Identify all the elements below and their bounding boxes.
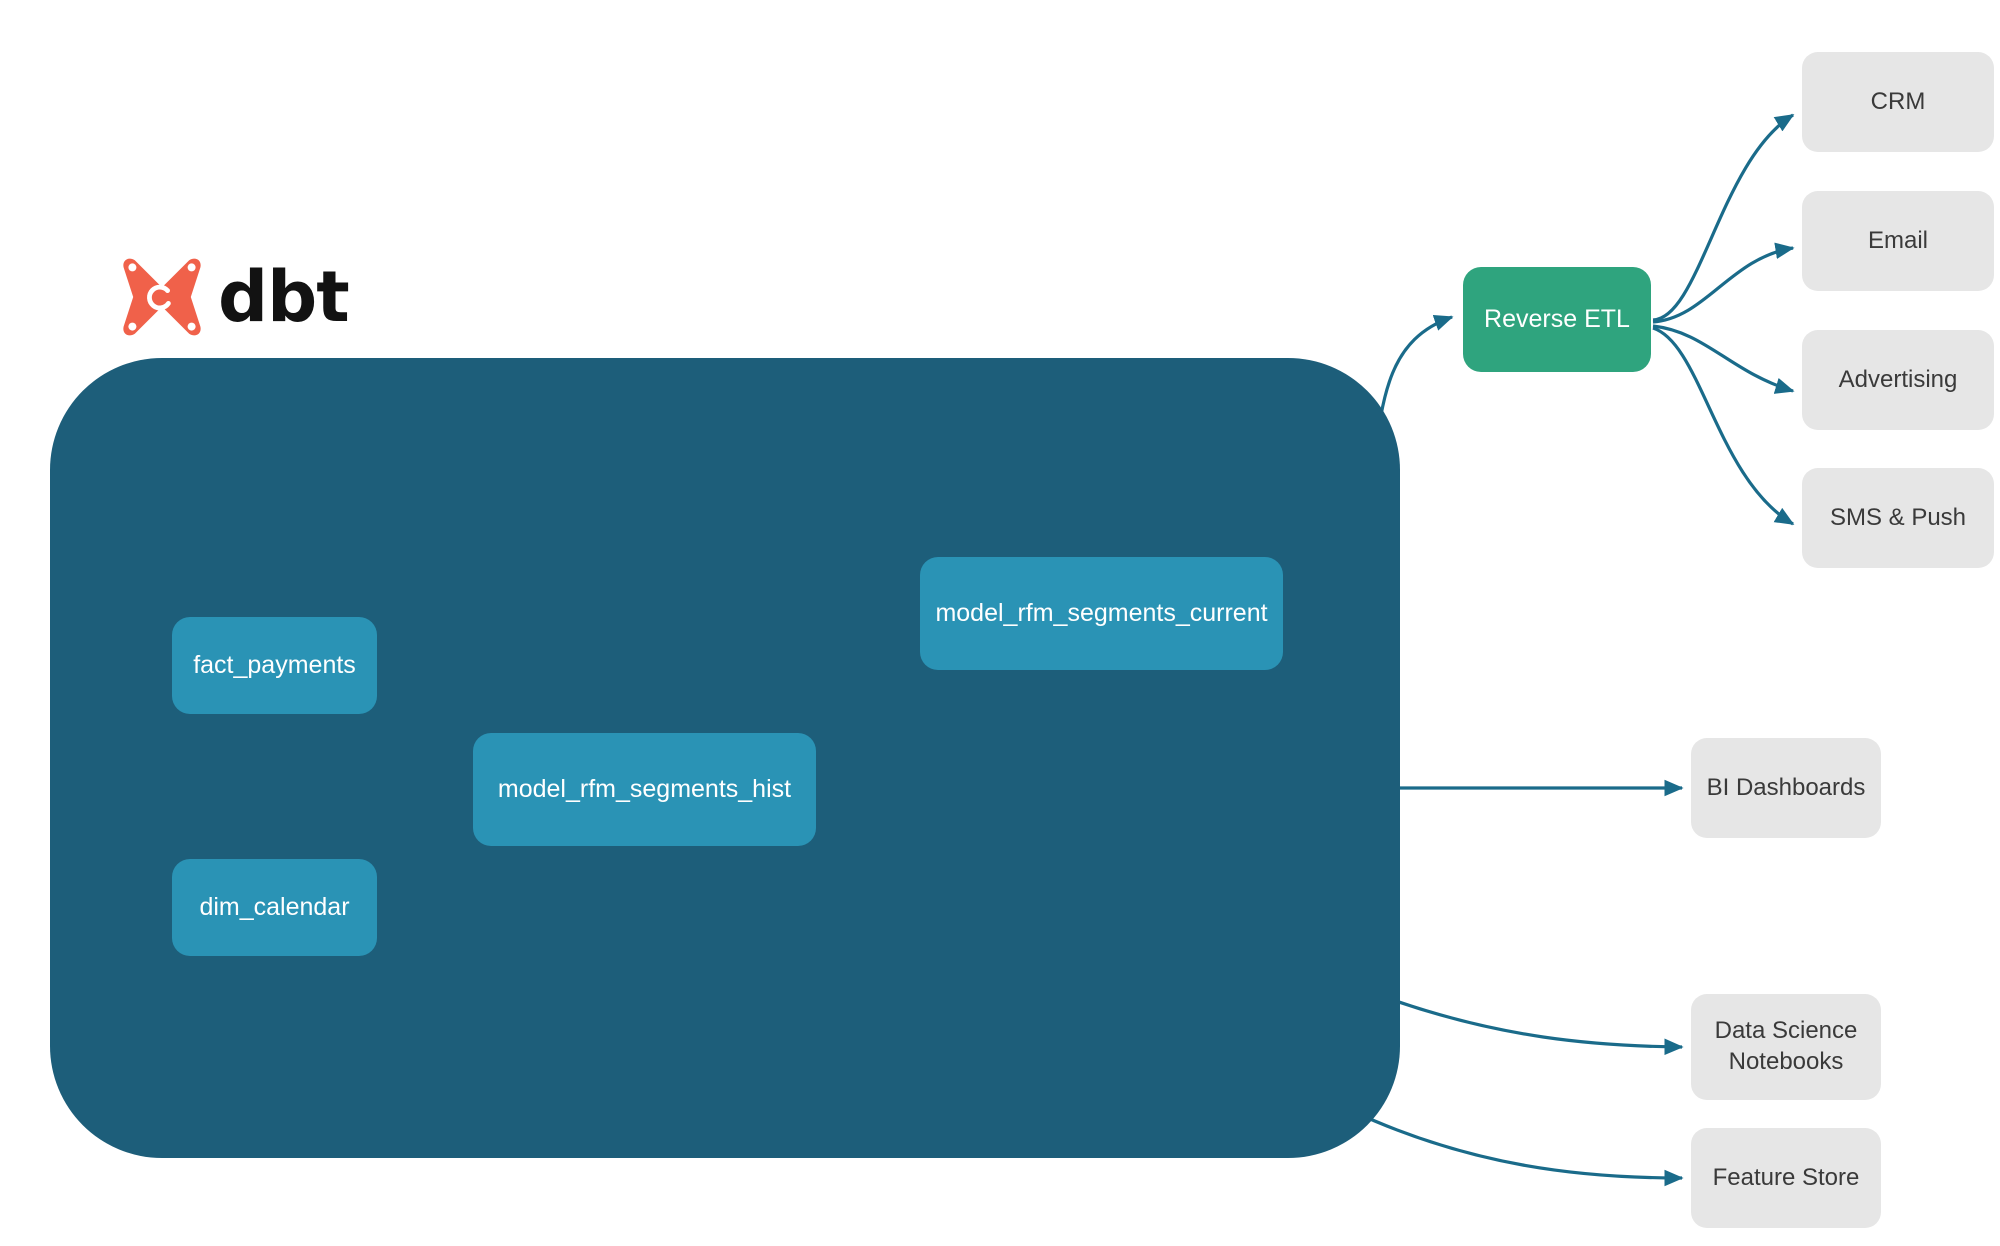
model-node-fact-payments[interactable]: fact_payments [172, 617, 377, 714]
model-node-rfm-segments-current[interactable]: model_rfm_segments_current [920, 557, 1283, 670]
dbt-x-mark-icon [123, 258, 201, 336]
dbt-logo: dbt [122, 252, 350, 342]
edge-reverse-etl-to-email [1652, 242, 1795, 324]
external-edges [1349, 113, 1795, 1187]
consumer-node-feature-store[interactable]: Feature Store [1691, 1128, 1881, 1228]
destination-node-email[interactable]: Email [1802, 191, 1994, 291]
reverse-etl-node[interactable]: Reverse ETL [1463, 267, 1651, 372]
consumer-node-ds-notebooks[interactable]: Data Science Notebooks [1691, 994, 1881, 1100]
ds-notebooks-line-1: Data Science [1714, 1017, 1858, 1045]
edge-hist-to-feature-store [1349, 1108, 1684, 1187]
edge-hist-to-ds-notebooks [1392, 998, 1684, 1056]
edge-reverse-etl-to-sms-push [1652, 326, 1795, 526]
edge-reverse-etl-to-advertising [1652, 324, 1795, 394]
dbt-wordmark: dbt [218, 256, 350, 338]
consumer-node-bi-dashboards[interactable]: BI Dashboards [1691, 738, 1881, 838]
model-node-rfm-segments-hist[interactable]: model_rfm_segments_hist [473, 733, 816, 846]
destination-node-crm[interactable]: CRM [1802, 52, 1994, 152]
edge-reverse-etl-to-crm [1652, 113, 1795, 322]
destination-node-advertising[interactable]: Advertising [1802, 330, 1994, 430]
destination-node-sms-push[interactable]: SMS & Push [1802, 468, 1994, 568]
model-node-dim-calendar[interactable]: dim_calendar [172, 859, 377, 956]
ds-notebooks-line-2: Notebooks [1728, 1048, 1844, 1075]
